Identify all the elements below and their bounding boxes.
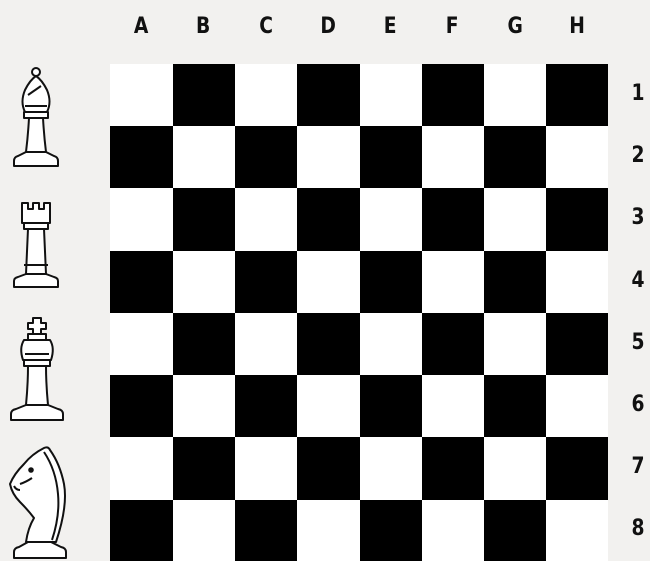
rank-label: 5 — [628, 330, 648, 355]
rank-label: 3 — [628, 205, 648, 230]
file-labels: A B C D E F G H — [110, 14, 608, 44]
file-label: D — [301, 14, 354, 44]
square-g1[interactable] — [484, 64, 546, 126]
square-h6[interactable] — [546, 375, 608, 437]
square-a7[interactable] — [110, 437, 173, 500]
file-label: G — [488, 14, 541, 44]
square-h3[interactable] — [546, 188, 608, 251]
square-c1[interactable] — [235, 64, 297, 126]
square-e2[interactable] — [360, 126, 422, 188]
king-icon[interactable] — [6, 304, 68, 424]
file-label: C — [239, 14, 292, 44]
square-a3[interactable] — [110, 188, 173, 251]
file-label: B — [177, 14, 230, 44]
square-d5[interactable] — [297, 313, 360, 375]
square-g7[interactable] — [484, 437, 546, 500]
square-f2[interactable] — [422, 126, 484, 188]
square-c4[interactable] — [235, 251, 297, 313]
square-h4[interactable] — [546, 251, 608, 313]
square-b8[interactable] — [173, 500, 235, 561]
square-c3[interactable] — [235, 188, 297, 251]
square-h1[interactable] — [546, 64, 608, 126]
file-label: E — [364, 14, 417, 44]
square-e6[interactable] — [360, 375, 422, 437]
square-b7[interactable] — [173, 437, 235, 500]
square-g6[interactable] — [484, 375, 546, 437]
square-h2[interactable] — [546, 126, 608, 188]
rank-label: 2 — [628, 143, 648, 168]
square-f3[interactable] — [422, 188, 484, 251]
square-g2[interactable] — [484, 126, 546, 188]
rank-label: 7 — [628, 454, 648, 479]
square-a4[interactable] — [110, 251, 173, 313]
square-d2[interactable] — [297, 126, 360, 188]
square-a2[interactable] — [110, 126, 173, 188]
square-f5[interactable] — [422, 313, 484, 375]
square-e1[interactable] — [360, 64, 422, 126]
square-c8[interactable] — [235, 500, 297, 561]
square-e4[interactable] — [360, 251, 422, 313]
square-g8[interactable] — [484, 500, 546, 561]
square-c7[interactable] — [235, 437, 297, 500]
square-d6[interactable] — [297, 375, 360, 437]
square-d3[interactable] — [297, 188, 360, 251]
rank-label: 1 — [628, 81, 648, 106]
square-b2[interactable] — [173, 126, 235, 188]
bishop-icon[interactable] — [8, 62, 64, 170]
side-pieces — [0, 60, 80, 561]
square-f4[interactable] — [422, 251, 484, 313]
square-d4[interactable] — [297, 251, 360, 313]
square-c2[interactable] — [235, 126, 297, 188]
file-label: F — [426, 14, 479, 44]
square-d1[interactable] — [297, 64, 360, 126]
square-a8[interactable] — [110, 500, 173, 561]
chess-board — [110, 64, 608, 561]
square-b3[interactable] — [173, 188, 235, 251]
square-f6[interactable] — [422, 375, 484, 437]
square-b1[interactable] — [173, 64, 235, 126]
square-h5[interactable] — [546, 313, 608, 375]
square-g3[interactable] — [484, 188, 546, 251]
rank-label: 8 — [628, 516, 648, 541]
rank-label: 6 — [628, 392, 648, 417]
square-f7[interactable] — [422, 437, 484, 500]
square-e7[interactable] — [360, 437, 422, 500]
square-g5[interactable] — [484, 313, 546, 375]
square-e8[interactable] — [360, 500, 422, 561]
rook-icon[interactable] — [8, 195, 64, 291]
square-d7[interactable] — [297, 437, 360, 500]
square-f1[interactable] — [422, 64, 484, 126]
file-label: H — [550, 14, 603, 44]
square-c6[interactable] — [235, 375, 297, 437]
square-h7[interactable] — [546, 437, 608, 500]
square-b5[interactable] — [173, 313, 235, 375]
square-e3[interactable] — [360, 188, 422, 251]
file-label: A — [115, 14, 168, 44]
square-a5[interactable] — [110, 313, 173, 375]
square-e5[interactable] — [360, 313, 422, 375]
square-g4[interactable] — [484, 251, 546, 313]
square-b4[interactable] — [173, 251, 235, 313]
square-h8[interactable] — [546, 500, 608, 561]
rank-labels: 1 2 3 4 5 6 7 8 — [626, 64, 650, 561]
square-b6[interactable] — [173, 375, 235, 437]
square-f8[interactable] — [422, 500, 484, 561]
square-d8[interactable] — [297, 500, 360, 561]
square-c5[interactable] — [235, 313, 297, 375]
square-a1[interactable] — [110, 64, 173, 126]
rank-label: 4 — [628, 268, 648, 293]
square-a6[interactable] — [110, 375, 173, 437]
knight-icon[interactable] — [4, 440, 74, 561]
